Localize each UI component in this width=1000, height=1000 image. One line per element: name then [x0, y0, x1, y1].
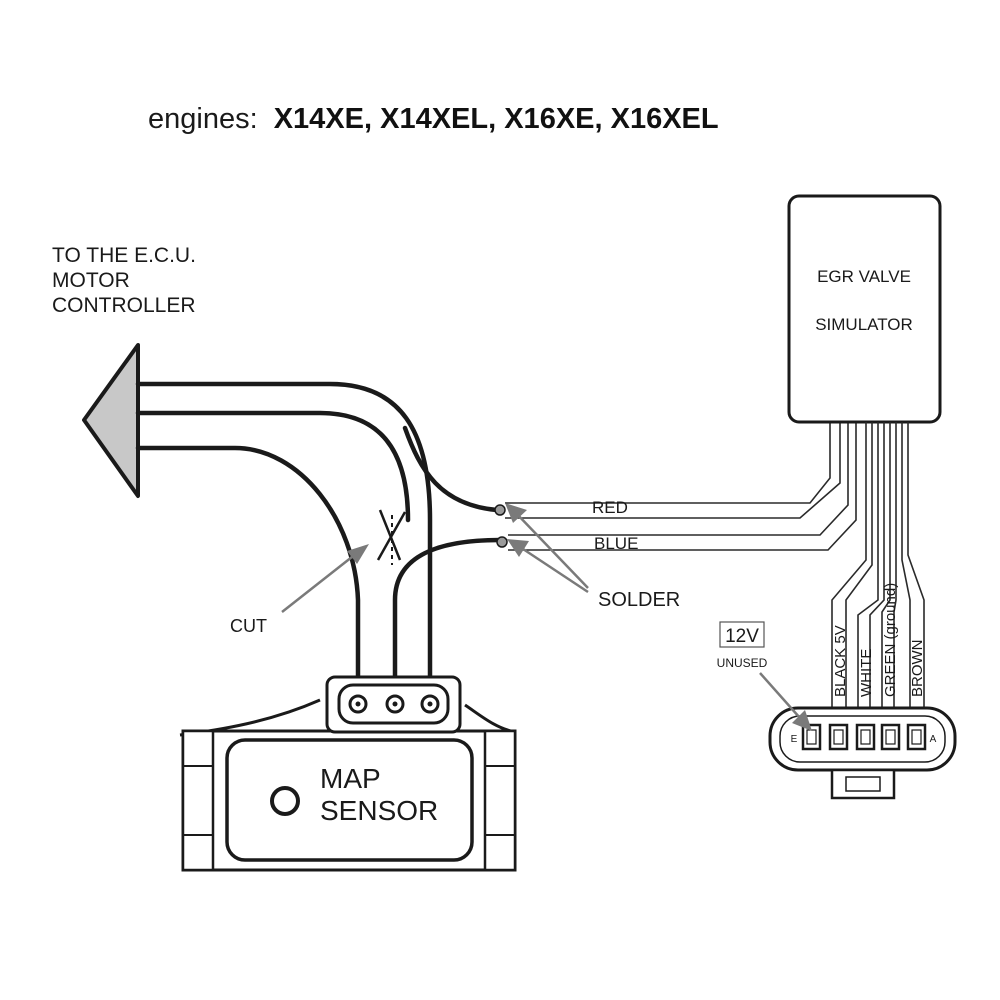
red-wire-upper [505, 422, 831, 504]
egr-wire-1a [831, 422, 867, 722]
pin-label-brown: BROWN [909, 640, 926, 698]
harness-wire-middle [135, 410, 411, 523]
cut-label: CUT [230, 616, 267, 636]
red-wire-label: RED [592, 498, 628, 517]
ecu-label-line1: TO THE E.C.U. [52, 244, 196, 267]
solder-point-blue [496, 536, 508, 548]
pin-end-label-e: E [791, 734, 798, 745]
unused-arrow [759, 672, 812, 731]
blue-wire-lower [508, 422, 857, 551]
pin-label-green-ground: GREEN (ground) [882, 583, 899, 697]
cut-symbol [376, 509, 407, 565]
cut-arrow [281, 544, 369, 613]
title-prefix: engines: [148, 103, 266, 135]
blue-wire-upper [508, 422, 849, 536]
egr-box-line1: EGR VALVE [817, 267, 911, 286]
ecu-arrowhead [82, 343, 140, 498]
diagram-title: engines: X14XE, X14XEL, X16XE, X16XEL [148, 103, 719, 135]
harness-wire-outer-branch [402, 425, 500, 513]
pin-end-label-a: A [930, 734, 937, 745]
egr-wire-3a [881, 422, 891, 722]
map-sensor-label-line1: MAP [320, 763, 381, 794]
egr-wire-4a [901, 422, 911, 722]
power-badge-box [719, 621, 765, 648]
egr-valve-simulator-box [787, 194, 942, 424]
power-badge-label: 12V [725, 626, 759, 647]
egr-wire-3b [893, 422, 897, 722]
solder-arrow-blue [507, 539, 589, 594]
pin-label-black-5v: BLACK 5V [832, 625, 849, 697]
ecu-label-line2: MOTOR [52, 269, 130, 292]
unused-label: UNUSED [717, 656, 768, 670]
solder-arrow-red [505, 503, 589, 589]
egr-wire-2b [869, 422, 885, 722]
harness-wire-outer [135, 381, 433, 708]
solder-point-red [494, 504, 506, 516]
egr-wire-2a [857, 422, 879, 722]
sensor-wire-blue [392, 537, 503, 708]
red-wire-lower [505, 422, 841, 519]
map-sensor [179, 675, 517, 872]
egr-box-line2: SIMULATOR [815, 315, 913, 334]
pin-label-white: WHITE [858, 649, 875, 697]
map-sensor-label-line2: SENSOR [320, 795, 438, 826]
ecu-label-line3: CONTROLLER [52, 294, 196, 317]
egr-connector [768, 706, 957, 800]
harness-wire-inner [135, 445, 361, 708]
title-engines: X14XE, X14XEL, X16XE, X16XEL [274, 103, 719, 135]
blue-wire-label: BLUE [594, 534, 638, 553]
egr-wire-1b [845, 422, 873, 722]
solder-label: SOLDER [598, 589, 680, 611]
egr-wire-4b [907, 422, 925, 722]
